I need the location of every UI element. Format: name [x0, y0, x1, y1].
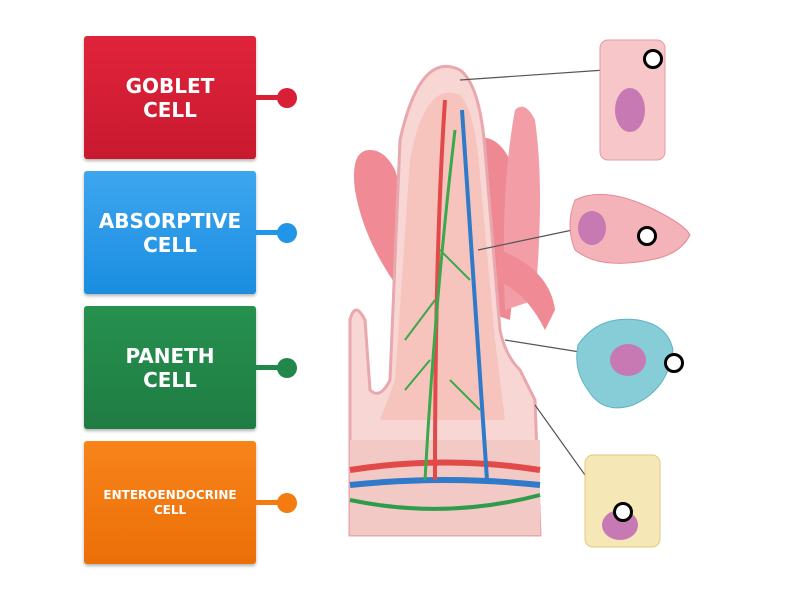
pin-connector	[256, 230, 286, 235]
cell-goblet	[599, 39, 666, 161]
pin-connector	[256, 95, 286, 100]
cell-absorptive	[569, 193, 691, 264]
pin-connector	[256, 500, 286, 505]
cell-paneth	[576, 318, 674, 409]
drop-target-2[interactable]	[637, 226, 657, 246]
pin-handle-enteroendocrine[interactable]	[277, 493, 297, 513]
label-text: GOBLET CELL	[125, 73, 215, 122]
label-goblet-cell[interactable]: GOBLET CELL	[84, 36, 256, 159]
drop-target-3[interactable]	[664, 353, 684, 373]
pin-connector	[256, 365, 286, 370]
label-text: PANETH CELL	[125, 343, 215, 392]
pin-handle-paneth[interactable]	[277, 358, 297, 378]
drop-target-4[interactable]	[613, 502, 633, 522]
drop-target-1[interactable]	[643, 49, 663, 69]
label-text: ABSORPTIVE CELL	[98, 208, 242, 257]
cell-enteroendocrine	[584, 454, 661, 548]
pin-handle-goblet[interactable]	[277, 88, 297, 108]
label-paneth-cell[interactable]: PANETH CELL	[84, 306, 256, 429]
label-absorptive-cell[interactable]: ABSORPTIVE CELL	[84, 171, 256, 294]
pin-handle-absorptive[interactable]	[277, 223, 297, 243]
label-enteroendocrine-cell[interactable]: ENTEROENDOCRINE CELL	[84, 441, 256, 564]
label-text: ENTEROENDOCRINE CELL	[103, 488, 237, 517]
main-villus	[348, 64, 542, 537]
